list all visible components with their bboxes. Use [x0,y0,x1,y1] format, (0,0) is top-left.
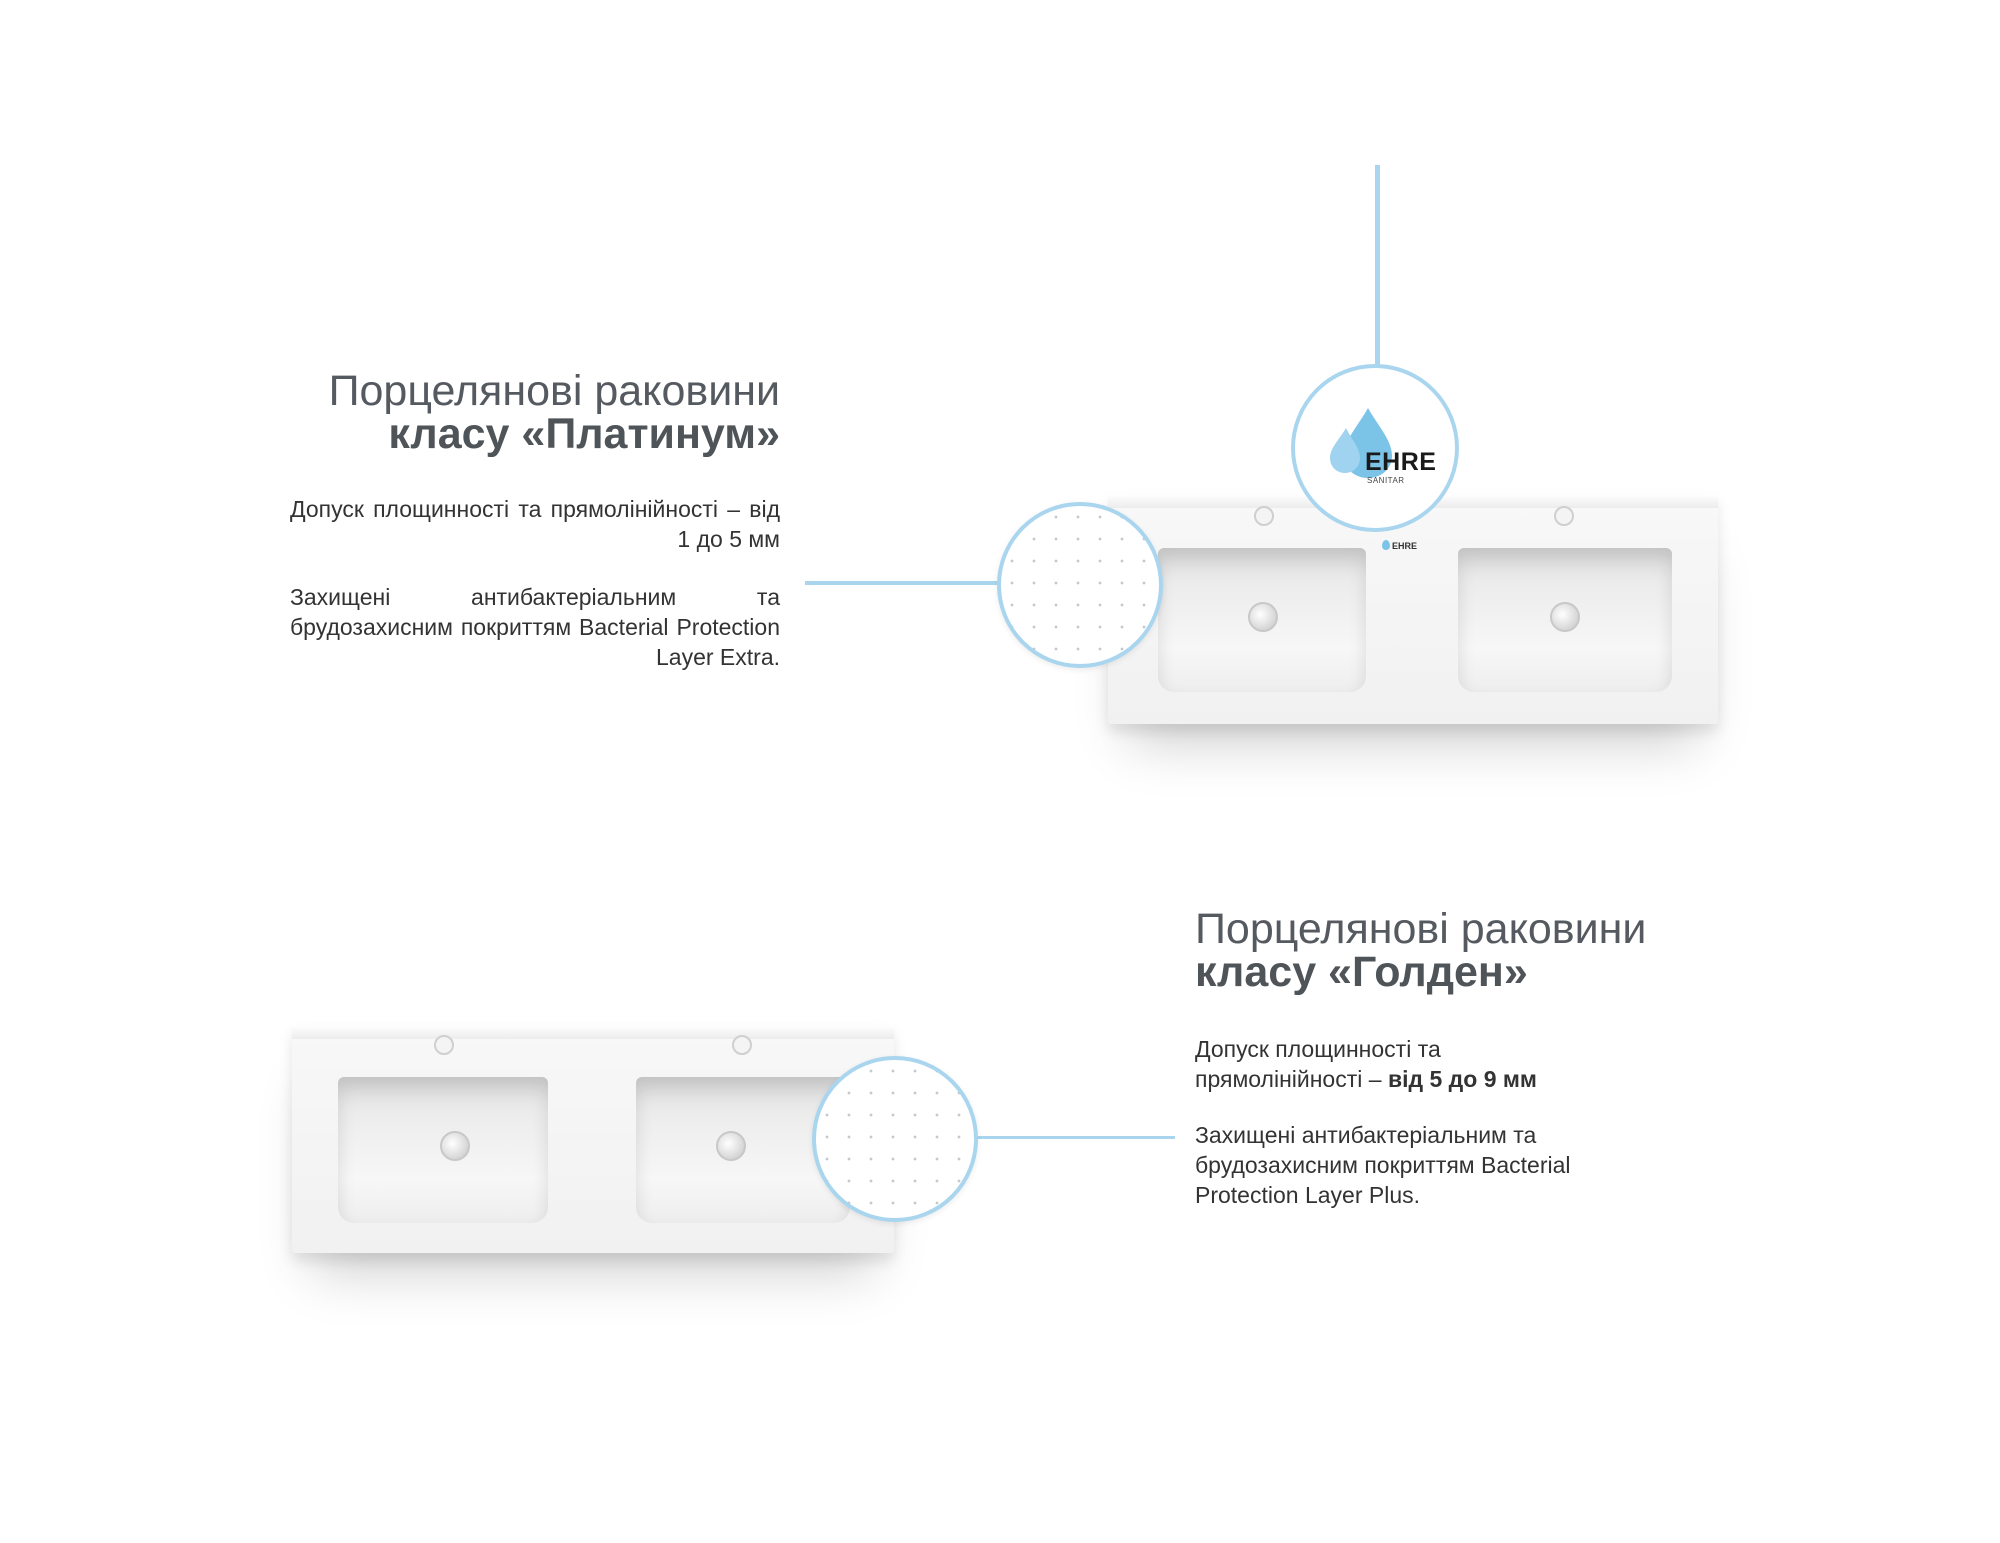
tap-hole-left [434,1035,454,1055]
drain-left [1248,602,1278,632]
platinum-title-line2: класу «Платинум» [388,410,780,458]
platinum-tolerance-text: Допуск площинності та прямолінійності – … [290,496,780,552]
platinum-section-text: Порцелянові раковини класу «Платинум» До… [290,370,780,672]
golden-coating-text: Захищені антибактеріальним та брудозахис… [1195,1122,1571,1208]
golden-title-line1: Порцелянові раковини [1195,905,1647,953]
drain-right [1550,602,1580,632]
sink-mini-logo: EHRE [1382,540,1417,551]
mini-drop-icon [1382,540,1390,550]
golden-connector-line [972,1136,1175,1139]
platinum-title-line1: Порцелянові раковини [328,367,780,415]
golden-double-sink-image [292,1025,894,1253]
platinum-surface-magnifier [997,502,1163,668]
platinum-coating-text: Захищені антибактеріальним та брудозахис… [290,584,780,670]
golden-tolerance-text: Допуск площинності та прямолінійності – … [1195,1036,1537,1092]
tap-hole-right [732,1035,752,1055]
ehre-logo-badge: EHRE SANITAR [1291,364,1459,532]
drain-left [440,1131,470,1161]
golden-section-text: Порцелянові раковини класу «Голден» Допу… [1195,908,1715,1210]
tap-hole-left [1254,506,1274,526]
sink-rim [292,1025,894,1039]
platinum-double-sink-image [1108,494,1718,724]
platinum-connector-line [805,581,1001,585]
golden-title-line2: класу «Голден» [1195,948,1528,996]
golden-tolerance-range: від 5 до 9 мм [1387,1066,1537,1092]
tap-hole-right [1554,506,1574,526]
logo-subtitle: SANITAR [1367,476,1405,485]
water-drops-icon [1330,408,1392,478]
logo-connector-line [1375,165,1380,366]
logo-name: EHRE [1365,448,1437,476]
golden-surface-magnifier [812,1056,978,1222]
drain-right [716,1131,746,1161]
